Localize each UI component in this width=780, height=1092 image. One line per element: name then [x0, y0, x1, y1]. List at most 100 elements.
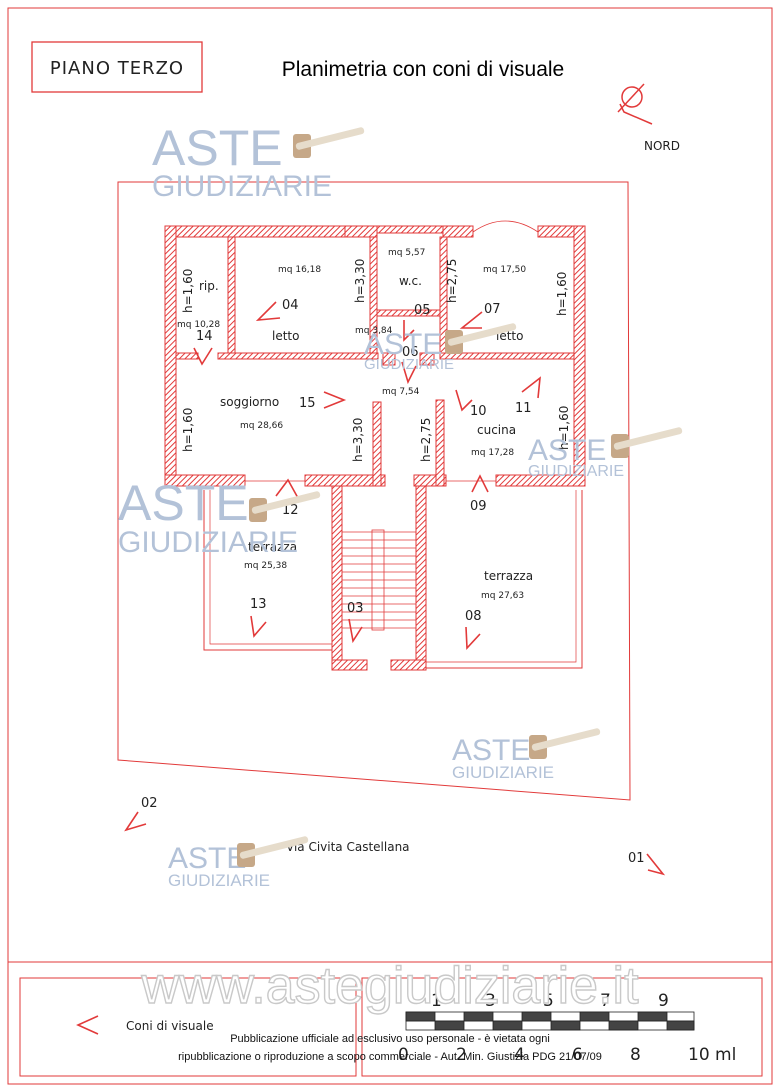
view-cone-06	[401, 361, 417, 385]
view-cone-04	[255, 301, 281, 321]
room-disimpegno-a-area: mq 3,84	[355, 326, 393, 336]
terrace-left-outline	[203, 490, 332, 651]
view-cone-12	[275, 478, 299, 499]
room-soggiorno-area: mq 28,66	[240, 421, 283, 431]
height-cucina: h=1,60	[557, 406, 571, 450]
view-cone-10	[455, 389, 473, 412]
scale-bar	[405, 1011, 695, 1031]
view-cone-label-06: 06	[402, 345, 419, 360]
door-swings	[245, 220, 539, 482]
north-label: NORD	[644, 139, 680, 153]
view-cone-09	[471, 474, 489, 493]
scale-top-numbers: 1 3 5 7 9	[431, 991, 669, 1011]
room-letto-a-area: mq 16,18	[278, 265, 321, 275]
svg-text:GIUDIZIARIE: GIUDIZIARIE	[452, 763, 554, 782]
room-rip-area: mq 10,28	[177, 320, 220, 330]
terrace-left-inner	[209, 490, 332, 645]
svg-text:GIUDIZIARIE: GIUDIZIARIE	[528, 463, 624, 480]
view-cone-08	[465, 626, 481, 650]
view-cone-label-10: 10	[470, 404, 487, 419]
room-terrazza-b-name: terrazza	[484, 569, 533, 583]
room-terrazza-b-area: mq 27,63	[481, 591, 524, 601]
room-cucina-area: mq 17,28	[471, 448, 514, 458]
svg-text:5: 5	[543, 991, 554, 1011]
room-cucina-name: cucina	[477, 423, 516, 437]
height-letto-b-left: h=2,75	[445, 259, 459, 303]
height-corridor: h=2,75	[419, 418, 433, 462]
svg-text:0: 0	[398, 1045, 409, 1065]
room-terrazza-a-area: mq 25,38	[244, 561, 287, 571]
page-title: Planimetria con coni di visuale	[282, 58, 564, 81]
footer-line-1: Pubblicazione ufficiale ad esclusivo uso…	[230, 1033, 550, 1045]
room-wc-name: w.c.	[399, 274, 422, 288]
height-soggiorno-left: h=1,60	[181, 408, 195, 452]
svg-text:ASTE: ASTE	[152, 120, 283, 176]
room-letto-b-area: mq 17,50	[483, 265, 526, 275]
watermark-url: www.astegiudiziarie.it	[140, 957, 639, 1015]
svg-text:6: 6	[572, 1045, 583, 1065]
svg-text:GIUDIZIARIE: GIUDIZIARIE	[364, 356, 454, 373]
room-rip-name: rip.	[199, 279, 219, 293]
view-cone-label-11: 11	[515, 401, 532, 416]
watermark-logo-3: ASTE GIUDIZIARIE	[364, 322, 517, 373]
view-cone-11	[521, 376, 541, 399]
staircase	[342, 529, 416, 631]
floor-label: PIANO TERZO	[50, 58, 184, 79]
floor-label-box	[31, 41, 203, 93]
page-border	[7, 7, 773, 1085]
svg-text:9: 9	[658, 991, 669, 1011]
svg-text:ASTE: ASTE	[118, 475, 249, 531]
room-terrazza-a-name: terrazza	[248, 540, 297, 554]
svg-text:8: 8	[630, 1045, 641, 1065]
terrace-right-inner	[426, 490, 577, 663]
svg-text:2: 2	[456, 1045, 467, 1065]
walls	[164, 225, 586, 671]
view-cone-label-03: 03	[347, 601, 364, 616]
view-cone-13	[250, 615, 267, 638]
watermark-logo-2: ASTE GIUDIZIARIE	[118, 475, 321, 559]
footer-line-2: ripubblicazione o riproduzione a scopo c…	[178, 1051, 602, 1063]
view-cone-label-05: 05	[414, 303, 431, 318]
legend-cone-icon	[76, 1015, 99, 1035]
svg-text:ASTE: ASTE	[364, 328, 442, 361]
view-cone-label-13: 13	[250, 597, 267, 612]
view-cone-14	[193, 347, 213, 366]
height-letto-a: h=3,30	[353, 259, 367, 303]
svg-text:ASTE: ASTE	[168, 842, 246, 875]
street-name: Via Civita Castellana	[286, 840, 410, 854]
view-cone-label-12: 12	[282, 503, 299, 518]
room-disimpegno-b-area: mq 7,54	[382, 387, 420, 397]
view-cone-03	[348, 618, 363, 644]
north-arrow-icon	[617, 83, 653, 125]
svg-text:GIUDIZIARIE: GIUDIZIARIE	[168, 871, 270, 890]
watermark-logo-1: ASTE GIUDIZIARIE	[152, 120, 365, 203]
view-cones	[124, 301, 666, 876]
view-cone-05	[403, 320, 415, 342]
scale-box	[361, 977, 763, 1077]
height-rip: h=1,60	[181, 269, 195, 313]
svg-text:10 ml: 10 ml	[688, 1045, 736, 1065]
svg-text:GIUDIZIARIE: GIUDIZIARIE	[152, 170, 332, 203]
svg-text:ASTE: ASTE	[452, 734, 530, 767]
svg-text:3: 3	[485, 991, 496, 1011]
legend-box	[19, 977, 357, 1077]
scale-bottom-numbers: 0 2 4 6 8 10 ml	[398, 1045, 736, 1065]
view-cone-label-15: 15	[299, 396, 316, 411]
svg-text:ASTE: ASTE	[528, 434, 606, 467]
watermark-logo-5: ASTE GIUDIZIARIE	[452, 727, 601, 782]
view-cone-label-07: 07	[484, 302, 501, 317]
view-cone-02	[124, 811, 147, 832]
height-soggiorno-right: h=3,30	[351, 418, 365, 462]
view-cone-15	[323, 391, 347, 409]
lot-boundary	[117, 181, 631, 801]
view-cone-07	[459, 311, 483, 329]
watermark-logo-4: ASTE GIUDIZIARIE	[528, 426, 683, 480]
watermark-logo-6: ASTE GIUDIZIARIE	[168, 835, 309, 890]
svg-text:GIUDIZIARIE: GIUDIZIARIE	[118, 526, 298, 559]
view-cone-label-01: 01	[628, 851, 645, 866]
svg-text:4: 4	[514, 1045, 525, 1065]
view-cone-label-14: 14	[196, 329, 213, 344]
room-soggiorno-name: soggiorno	[220, 395, 279, 409]
svg-text:1: 1	[431, 991, 442, 1011]
room-wc-area: mq 5,57	[388, 248, 425, 258]
